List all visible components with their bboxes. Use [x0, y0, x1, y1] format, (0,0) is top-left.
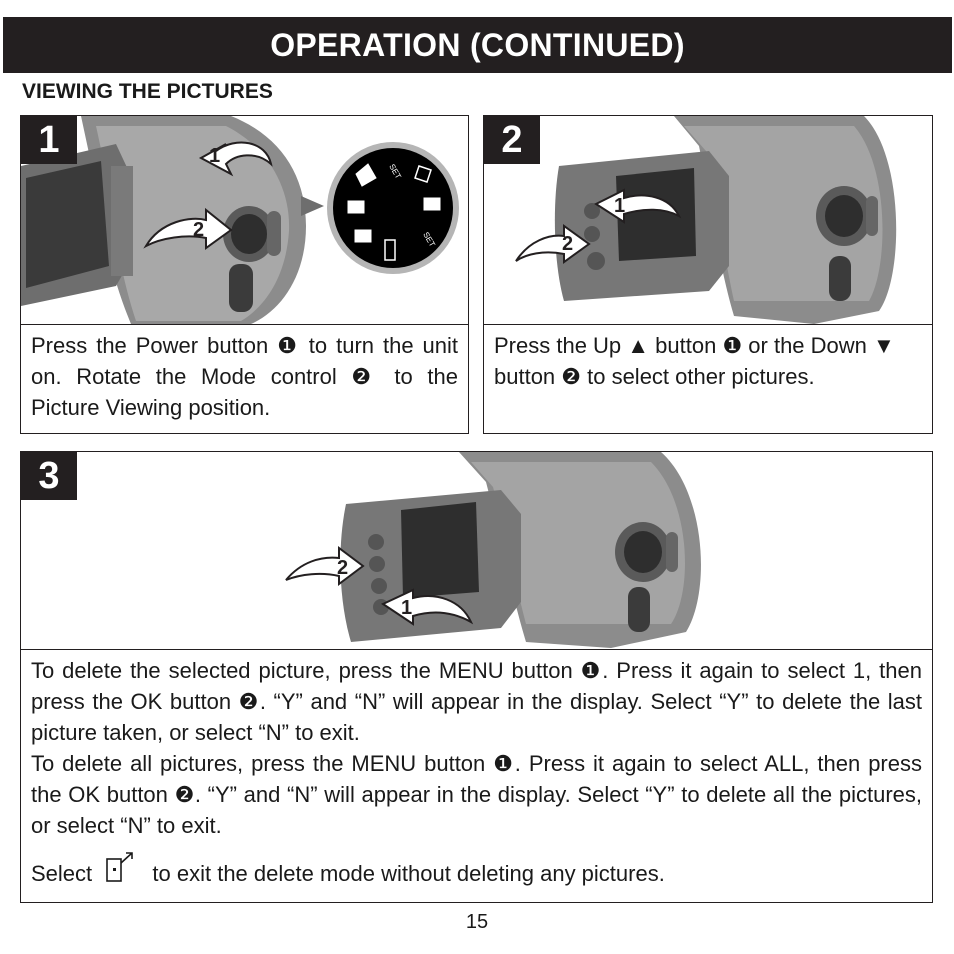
section-title: VIEWING THE PICTURES	[22, 80, 273, 103]
step-1-number: 1	[21, 116, 77, 164]
step-3-callout-2: 2	[337, 557, 348, 579]
step-3-number: 3	[21, 452, 77, 500]
step-1-text: Press the Power button ❶ to turn the uni…	[31, 333, 458, 420]
step-2-callout-2: 2	[562, 233, 573, 255]
exit-icon	[104, 851, 138, 883]
exit-line-after: to exit the delete mode without deleting…	[152, 861, 665, 886]
step-1-panel: 1 1 2	[20, 115, 469, 434]
step-2-illustration: 1 2	[484, 116, 932, 325]
step-3-exit-line: Select to exit the delete mode without d…	[31, 851, 922, 889]
step-2-text: Press the Up ▲ button ❶ or the Down ▼ bu…	[494, 333, 895, 389]
step-2-number: 2	[484, 116, 540, 164]
page-number: 15	[465, 911, 489, 933]
step-3-illustration: 2 1	[21, 452, 932, 650]
step-3-callout-1: 1	[401, 597, 412, 619]
mode-dial-icons	[347, 163, 441, 261]
picture-view-icon	[355, 163, 377, 187]
pointer-arrow-icon	[301, 196, 324, 216]
step-1-callout-2: 2	[193, 219, 204, 241]
step-3-text: To delete the selected picture, press th…	[31, 655, 922, 889]
step-2-callout-1: 1	[614, 195, 625, 217]
title-bar: OPERATION (CONTINUED)	[3, 17, 952, 73]
exit-line-before: Select	[31, 861, 93, 886]
step-1-callout-1: 1	[209, 145, 220, 167]
step-2-panel: 2 1 2 Press the Up ▲ button ❶ or the	[483, 115, 933, 434]
step-3-paragraph-1: To delete the selected picture, press th…	[31, 658, 922, 745]
step-3-paragraph-2: To delete all pictures, press the MENU b…	[31, 751, 922, 838]
page-title: OPERATION (CONTINUED)	[270, 27, 685, 63]
step-3-panel: 3 2 1 To delete the selected picture, p	[20, 451, 933, 903]
step-1-illustration: 1 2 SET SET	[21, 116, 468, 325]
